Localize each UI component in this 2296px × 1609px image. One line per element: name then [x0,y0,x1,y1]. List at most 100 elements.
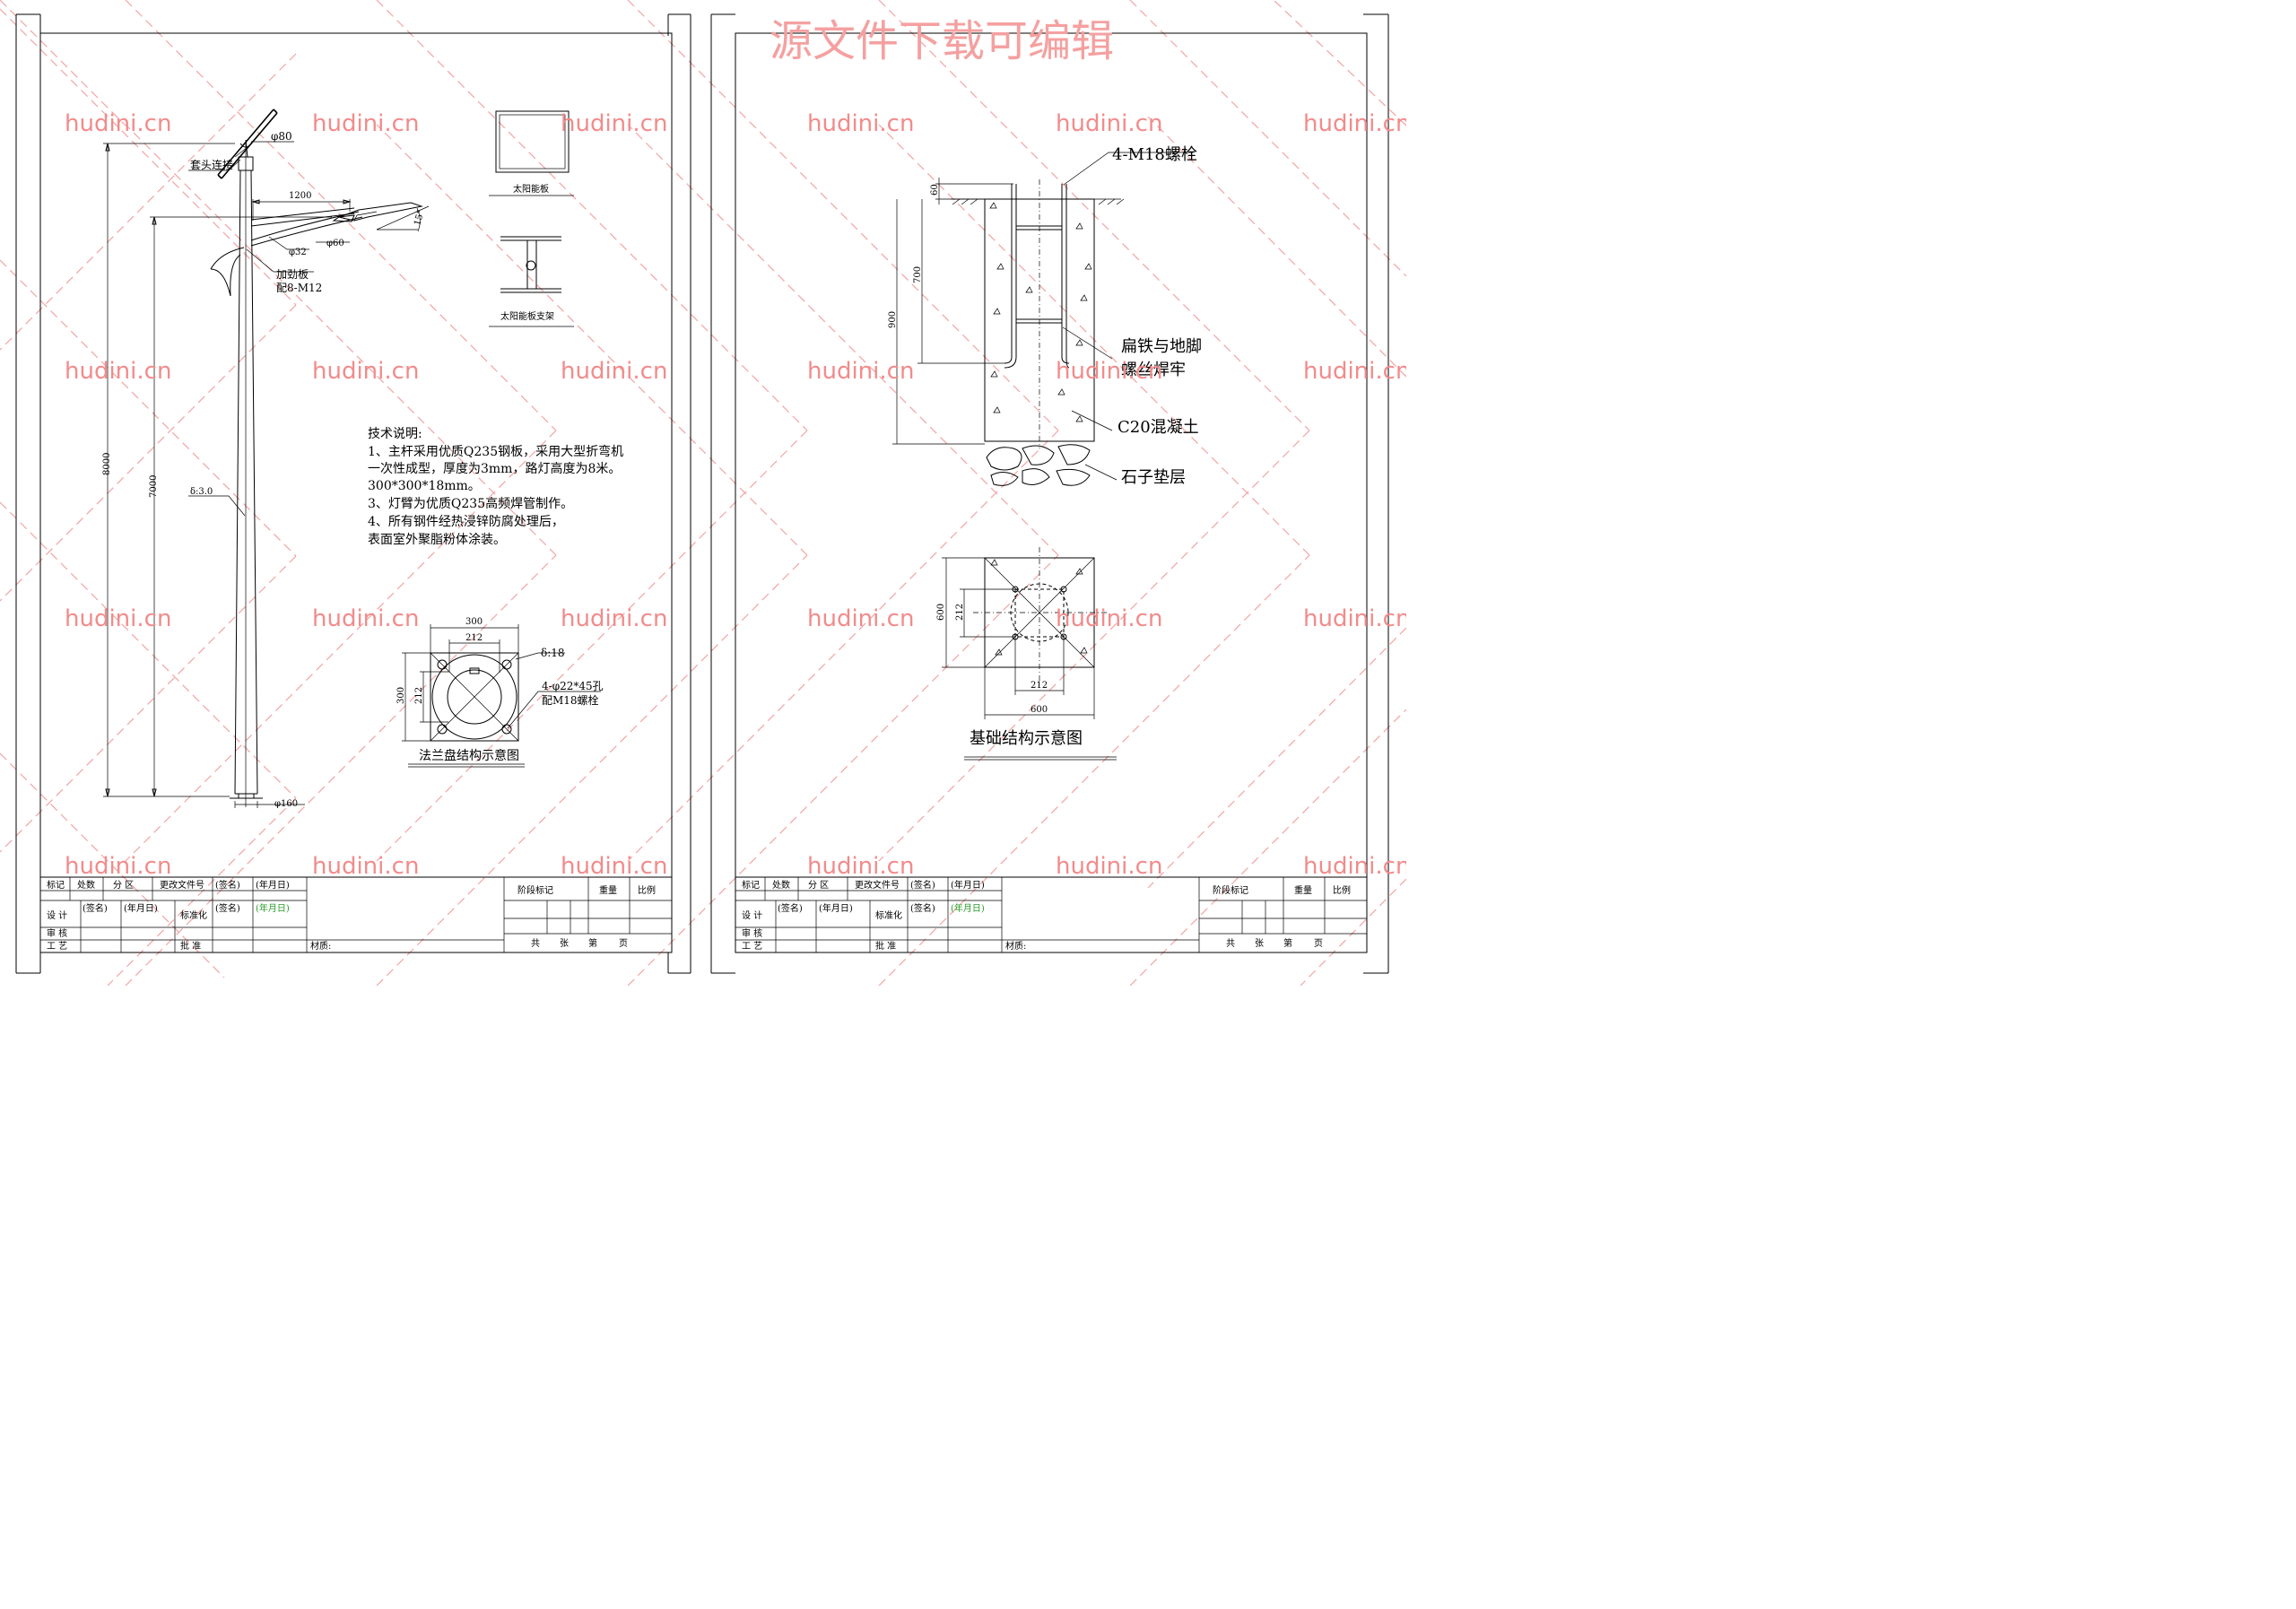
watermark-text: hudini.cn [1056,110,1162,137]
label-weld: 扁铁与地脚 [1121,337,1202,356]
tb-page: 页 [619,938,628,949]
tb-standard-sign: (签名) [215,902,240,914]
tb-scale: 比例 [638,884,656,896]
watermark-text: hudini.cn [65,605,171,632]
tb-weight: 重量 [599,884,617,896]
flange-holes: 4-φ22*45孔 [542,680,604,692]
drawing-sheet: 套头连接 φ80 1200 15° φ32 φ60 加劲板 配8-M12 800… [0,0,1406,986]
tb-standard-sign: (签名) [910,902,935,914]
tb-change-doc: 更改文件号 [855,879,900,891]
notes-line-2: 一次性成型，厚度为3mm，路灯高度为8米。 [368,461,621,476]
tb-process: 工 艺 [47,941,67,952]
watermark-text: hudini.cn [561,605,667,632]
watermark-text: hudini.cn [1303,110,1406,137]
notes-line-1: 1、主杆采用优质Q235钢板，采用大型折弯机 [368,444,623,459]
foundation-section: 60 700 900 4-M18螺栓 扁铁与地脚 螺丝焊牢 C20混凝土 石子垫… [888,145,1202,487]
tb-mark: 标记 [47,880,65,891]
title-block-left: 标记 处数 分 区 更改文件号 (签名) (年月日) 设 计 (签名) (年月日… [39,876,673,953]
label-concrete: C20混凝土 [1118,418,1199,437]
watermark-text: hudini.cn [312,853,419,880]
tb-page-no: 第 [588,937,597,949]
watermark-text: hudini.cn [312,358,419,385]
notes-line-6: 表面室外聚脂粉体涂装。 [368,532,506,547]
tb-date: (年月日) [951,879,985,891]
tb-sheets: 张 [560,938,569,949]
label-phi160: φ160 [274,799,298,809]
plan-dim-600-v: 600 [936,604,946,621]
watermark-text: hudini.cn [807,358,914,385]
title-block-right: 标记 处数 分 区 更改文件号 (签名) (年月日) 设 计 (签名) (年月日… [735,876,1368,953]
tb-sheets: 张 [1255,938,1264,949]
tb-page: 页 [1314,938,1323,949]
technical-notes: 技术说明: 1、主杆采用优质Q235钢板，采用大型折弯机 一次性成型，厚度为3m… [368,427,623,547]
tb-mark: 标记 [742,880,760,891]
tb-design-date: (年月日) [819,902,853,914]
tb-process: 工 艺 [742,941,762,952]
tb-approve: 批 准 [875,940,896,952]
tb-approve: 批 准 [180,940,201,952]
foundation-dim-700: 700 [913,266,923,283]
solar-panel-title: 太阳能板 [513,183,549,195]
plan-dim-600-h: 600 [1031,705,1048,715]
solar-panel-detail: 太阳能板 [489,110,574,196]
label-1200: 1200 [289,191,311,201]
watermark-text: hudini.cn [65,110,171,137]
watermark-text: hudini.cn [561,853,667,880]
watermark-text: hudini.cn [1303,358,1406,385]
watermark-text: hudini.cn [1303,853,1406,880]
watermark-text: hudini.cn [1056,358,1162,385]
watermark-text: hudini.cn [1303,605,1406,632]
tb-total: 共 [1226,938,1235,949]
tb-total: 共 [531,938,540,949]
tb-design-sign: (签名) [778,902,803,914]
watermark-text: hudini.cn [1056,605,1162,632]
label-sleeve: 套头连接 [190,158,233,171]
tb-weight: 重量 [1294,884,1312,896]
pole-labels: 套头连接 φ80 1200 15° φ32 φ60 加劲板 配8-M12 800… [102,130,426,809]
label-phi32: φ32 [289,248,307,257]
watermark-text: hudini.cn [312,605,419,632]
tb-standard: 标准化 [180,909,207,921]
label-arm-plate: 加劲板 [276,268,309,281]
tb-standard: 标准化 [875,909,902,921]
label-anchor-bolts: 4-M18螺栓 [1112,145,1197,164]
label-phi80: φ80 [271,130,292,143]
tb-material: 材质: [1005,940,1026,952]
watermark-text: hudini.cn [561,110,667,137]
foundation-plan: 600 212 212 600 基础结构示意图 [936,547,1117,761]
watermark-text: hudini.cn [807,110,914,137]
watermark-text: hudini.cn [807,605,914,632]
watermark-text: hudini.cn [561,358,667,385]
plan-dim-212-v: 212 [955,604,965,621]
label-thickness: δ:3.0 [190,487,213,497]
watermark-text: hudini.cn [65,853,171,880]
flange-width-300: 300 [465,617,483,627]
notes-line-4: 3、灯臂为优质Q235高频焊管制作。 [368,496,573,511]
tb-material: 材质: [310,940,331,952]
tb-count: 处数 [77,879,95,891]
watermark-text: hudini.cn [807,853,914,880]
tb-standard-date: (年月日) [951,902,985,914]
solar-bracket-detail: 太阳能板支架 [489,236,574,327]
tb-design: 设 计 [742,909,762,921]
label-arm-plate-bolts: 配8-M12 [276,282,322,294]
tb-sign: (签名) [215,879,240,891]
tb-stage: 阶段标记 [1213,884,1248,896]
pole-elevation [103,109,430,808]
tb-page-no: 第 [1283,937,1292,949]
tb-design-sign: (签名) [83,902,108,914]
label-7000: 7000 [149,475,159,498]
label-phi60: φ60 [326,239,344,248]
tb-sign: (签名) [910,879,935,891]
flange-height-212: 212 [414,687,424,704]
notes-title: 技术说明: [368,427,422,441]
tb-design-date: (年月日) [124,902,158,914]
tb-design: 设 计 [47,909,67,921]
label-15deg: 15° [413,209,426,227]
tb-zone: 分 区 [808,880,829,891]
flange-plate-detail: 300 212 300 212 δ:18 4-φ22*45孔 配M18螺栓 法兰… [396,617,604,768]
tb-review: 审 核 [742,927,762,939]
flange-height-300: 300 [396,687,406,704]
flange-width-212: 212 [465,633,483,643]
notes-line-3: 300*300*18mm。 [368,479,481,493]
